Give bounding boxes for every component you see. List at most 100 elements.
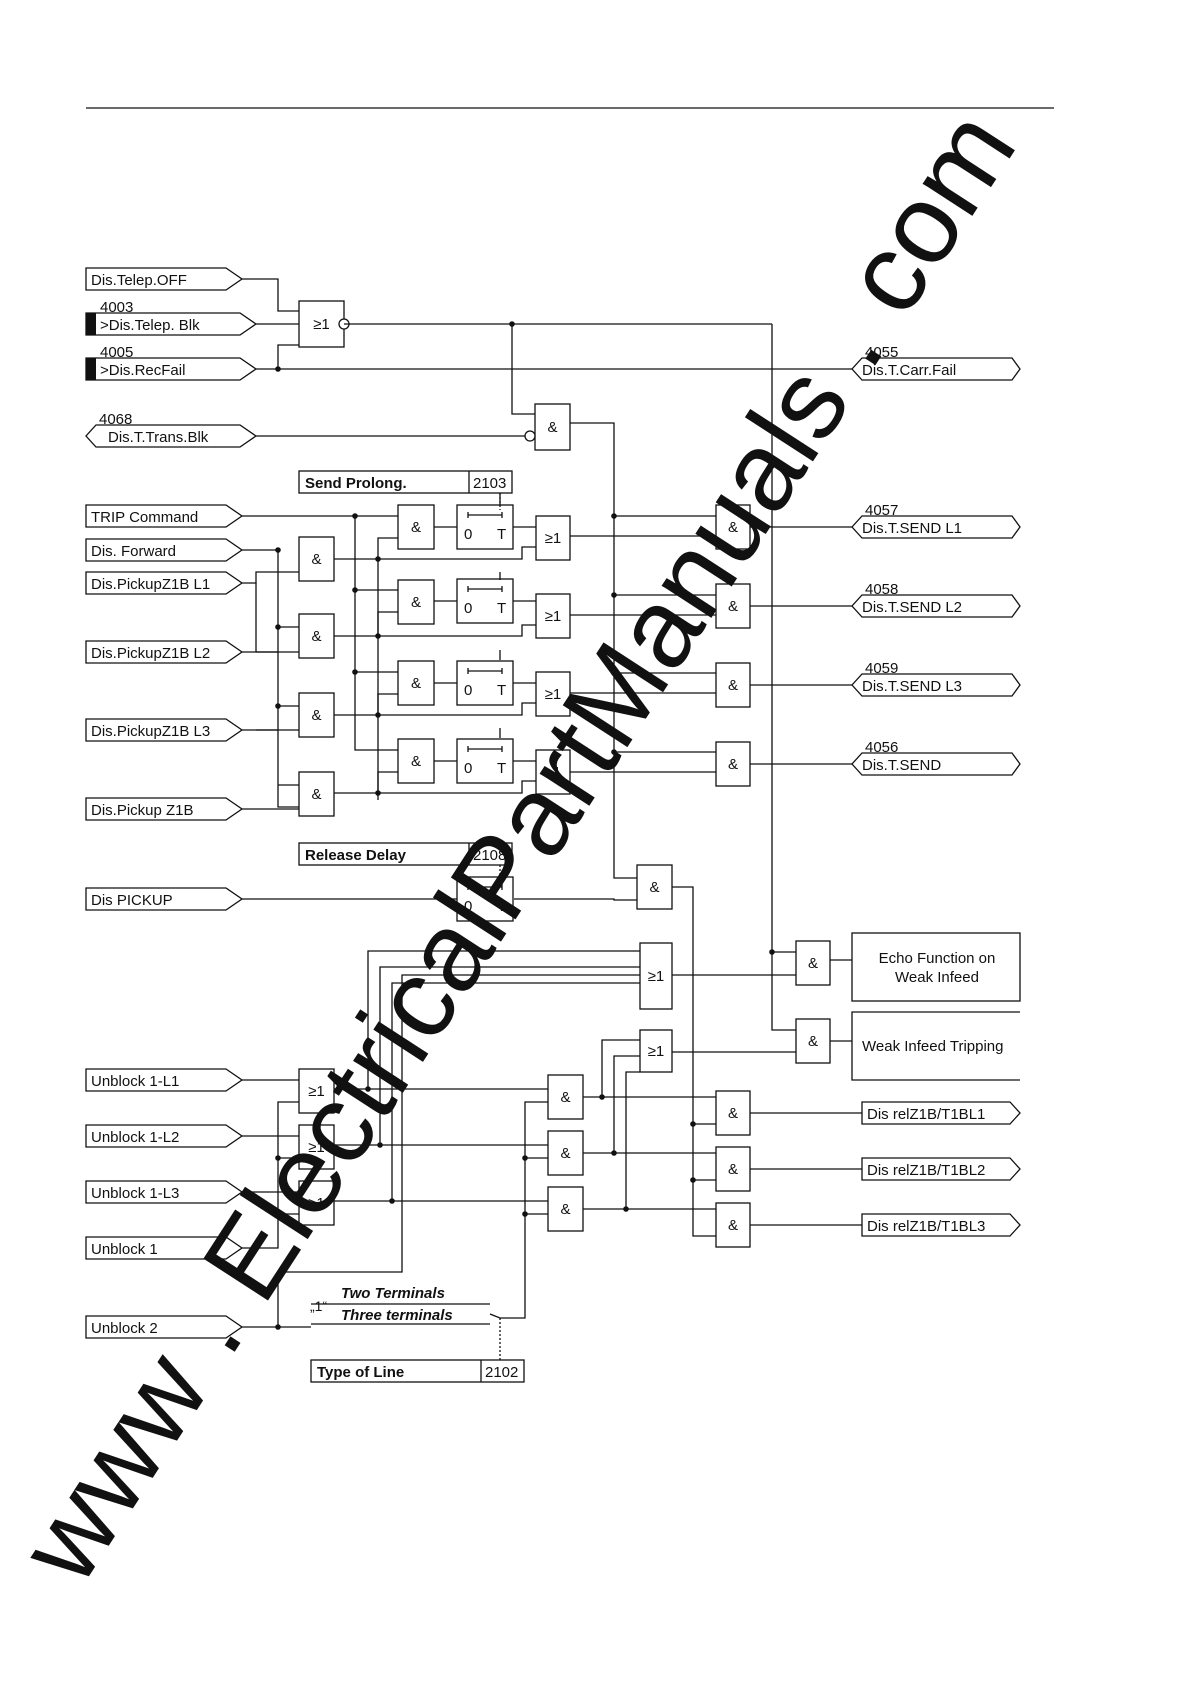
svg-text:TRIP Command: TRIP Command <box>91 509 198 526</box>
option-three-terminals: Three terminals <box>341 1307 453 1324</box>
or-gate-send-l3: ≥1 <box>535 671 571 717</box>
and-symbol: & <box>311 628 321 645</box>
and-symbol: & <box>560 1145 570 1162</box>
svg-text:Dis.T.Carr.Fail: Dis.T.Carr.Fail <box>862 362 956 379</box>
svg-text:Dis.Telep.OFF: Dis.Telep.OFF <box>91 272 187 289</box>
input-telep-blk: 4003 >Dis.Telep. Blk <box>85 299 258 336</box>
and-symbol: & <box>411 675 421 692</box>
param-type-of-line: Type of Line 2102 <box>310 1359 525 1383</box>
and-gate-trip-l1: & <box>397 504 435 550</box>
svg-text:Unblock 1-L1: Unblock 1-L1 <box>91 1073 179 1090</box>
or-gate-telep: ≥1 <box>298 300 345 348</box>
input-telep-off: Dis.Telep.OFF <box>85 267 244 291</box>
and-gate-trans-blk: & <box>534 403 571 451</box>
option-two-terminals: Two Terminals <box>341 1285 445 1302</box>
or-symbol: ≥1 <box>545 608 562 625</box>
output-send-l1: 4057 Dis.T.SEND L1 <box>851 502 1021 539</box>
input-pickup-l1: Dis.PickupZ1B L1 <box>85 571 244 595</box>
or-symbol: ≥1 <box>545 686 562 703</box>
output-carr-fail: 4055 Dis.T.Carr.Fail <box>851 344 1021 381</box>
and-gate-unblock-l3: & <box>547 1186 584 1232</box>
or-symbol: ≥1 <box>308 1139 325 1156</box>
trans-blk-number: 4068 <box>99 411 132 428</box>
svg-text:T: T <box>497 682 506 699</box>
svg-text:0: 0 <box>464 600 472 617</box>
svg-text:Dis.T.SEND L1: Dis.T.SEND L1 <box>862 520 962 537</box>
svg-text:T: T <box>497 526 506 543</box>
and-gate-echo: & <box>795 940 831 986</box>
svg-text:Dis.T.SEND L3: Dis.T.SEND L3 <box>862 678 962 695</box>
junction-dots <box>275 321 775 1330</box>
input-unblock-2: Unblock 2 <box>85 1315 244 1339</box>
svg-text:Release Delay: Release Delay <box>305 847 407 864</box>
and-gate-send-l3: & <box>715 662 751 708</box>
and-gate-send: & <box>715 741 751 787</box>
svg-text:Dis.Pickup Z1B: Dis.Pickup Z1B <box>91 802 194 819</box>
input-pickup-l2: Dis.PickupZ1B L2 <box>85 640 244 664</box>
or-gate-send-l1: ≥1 <box>535 515 571 561</box>
and-gate-weak-infeed: & <box>795 1018 831 1064</box>
svg-text:T: T <box>497 760 506 777</box>
and-gate-trip-l2: & <box>397 579 435 625</box>
and-symbol: & <box>728 756 738 773</box>
svg-text:>Dis.Telep. Blk: >Dis.Telep. Blk <box>100 317 200 334</box>
and-symbol: & <box>728 598 738 615</box>
and-gate-rel-l3: & <box>715 1202 751 1248</box>
output-echo-function: Echo Function on Weak Infeed <box>851 932 1021 1002</box>
svg-text:Dis.T.SEND L2: Dis.T.SEND L2 <box>862 599 962 616</box>
input-unblock-l1: Unblock 1-L1 <box>85 1068 244 1092</box>
svg-text:T: T <box>497 898 506 915</box>
svg-text:0: 0 <box>464 682 472 699</box>
input-dis-pickup: Dis PICKUP <box>85 887 244 911</box>
and-symbol: & <box>560 1089 570 1106</box>
and-gate-rel-l1: & <box>715 1090 751 1136</box>
or-symbol: ≥1 <box>648 968 665 985</box>
and-gate-pickup-l2: & <box>298 613 335 659</box>
wires <box>242 278 862 1360</box>
and-symbol: & <box>411 594 421 611</box>
recfail-number: 4005 <box>100 344 133 361</box>
output-send-l2: 4058 Dis.T.SEND L2 <box>851 581 1021 618</box>
svg-text:Dis.PickupZ1B L3: Dis.PickupZ1B L3 <box>91 723 210 740</box>
or-gate-send: ≥1 <box>535 749 571 795</box>
and-gate-release: & <box>636 864 673 910</box>
and-gate-trip-z1b: & <box>397 738 435 784</box>
or-symbol: ≥1 <box>545 764 562 781</box>
input-unblock-l3: Unblock 1-L3 <box>85 1180 244 1204</box>
svg-text:>Dis.RecFail: >Dis.RecFail <box>100 362 185 379</box>
svg-text:0: 0 <box>464 526 472 543</box>
svg-text:Weak Infeed: Weak Infeed <box>895 969 979 986</box>
and-symbol: & <box>311 786 321 803</box>
input-forward: Dis. Forward <box>85 538 244 562</box>
send-l3-number: 4059 <box>865 660 898 677</box>
output-rel-l2: Dis relZ1B/T1BL2 <box>861 1157 1021 1181</box>
and-symbol: & <box>311 707 321 724</box>
and-symbol: & <box>728 1161 738 1178</box>
svg-text:Dis relZ1B/T1BL3: Dis relZ1B/T1BL3 <box>867 1218 985 1235</box>
or-gate-weak-infeed: ≥1 <box>639 1029 673 1073</box>
svg-text:Unblock 1-L2: Unblock 1-L2 <box>91 1129 179 1146</box>
svg-text:Dis relZ1B/T1BL2: Dis relZ1B/T1BL2 <box>867 1162 985 1179</box>
and-gate-send-l1: & <box>715 504 751 550</box>
input-recfail: 4005 >Dis.RecFail <box>85 344 258 381</box>
svg-text:Unblock 2: Unblock 2 <box>91 1320 158 1337</box>
send-l1-number: 4057 <box>865 502 898 519</box>
svg-text:Dis.T.Trans.Blk: Dis.T.Trans.Blk <box>108 429 209 446</box>
output-weak-infeed: Weak Infeed Tripping <box>851 1011 1020 1081</box>
svg-text:T: T <box>497 600 506 617</box>
or-gate-unblock-l1: ≥1 <box>298 1068 335 1114</box>
svg-text:Dis.PickupZ1B L2: Dis.PickupZ1B L2 <box>91 645 210 662</box>
or-gate-send-l2: ≥1 <box>535 593 571 639</box>
or-symbol: ≥1 <box>648 1043 665 1060</box>
and-gate-unblock-l2: & <box>547 1130 584 1176</box>
svg-text:Dis PICKUP: Dis PICKUP <box>91 892 173 909</box>
and-gate-trip-l3: & <box>397 660 435 706</box>
svg-text:Dis.T.SEND: Dis.T.SEND <box>862 757 941 774</box>
svg-text:Dis relZ1B/T1BL1: Dis relZ1B/T1BL1 <box>867 1106 985 1123</box>
svg-text:Weak Infeed Tripping: Weak Infeed Tripping <box>862 1038 1003 1055</box>
and-symbol: & <box>547 419 557 436</box>
input-trip-command: TRIP Command <box>85 504 244 528</box>
